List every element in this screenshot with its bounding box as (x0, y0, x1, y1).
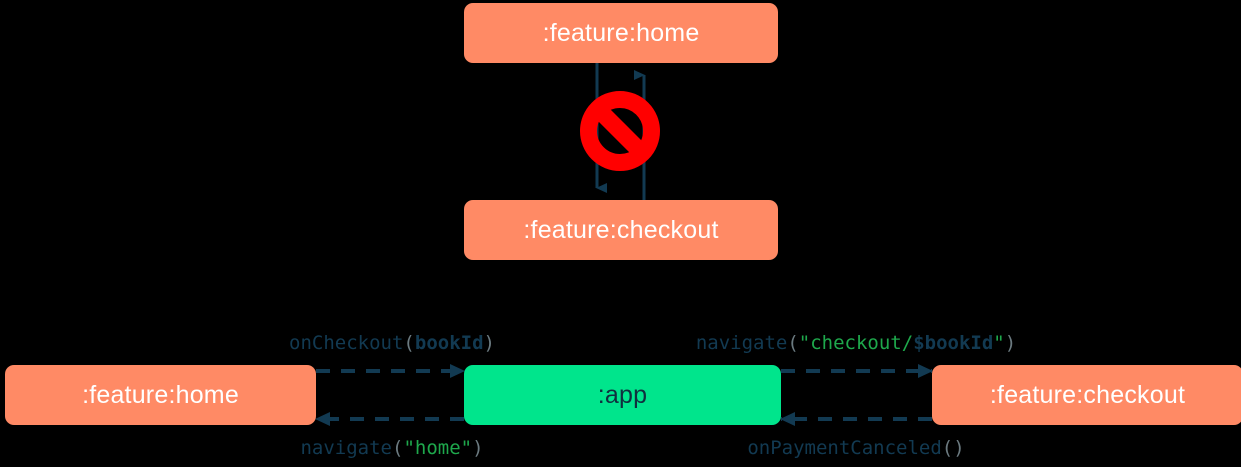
token-var: bookId (414, 332, 484, 354)
node-feature-home-top[interactable]: :feature:home (464, 3, 778, 63)
token-fn: navigate (300, 437, 392, 459)
token-fn: onPaymentCanceled (747, 437, 942, 459)
node-feature-home-bottom[interactable]: :feature:home (5, 365, 316, 425)
token-fn: onCheckout (289, 332, 404, 354)
node-feature-checkout-top[interactable]: :feature:checkout (464, 200, 778, 260)
node-label: :feature:home (82, 380, 239, 409)
token-punct: ( (787, 332, 799, 354)
node-app[interactable]: :app (464, 365, 781, 425)
edge-label-on-payment-canceled: onPaymentCanceled() (747, 437, 964, 459)
token-punct: ( (391, 437, 404, 459)
token-punct: ) (472, 437, 484, 459)
token-punct: ) (483, 332, 495, 354)
token-punct: ) (1004, 332, 1017, 354)
node-label: :feature:checkout (523, 215, 719, 244)
edge-label-navigate-checkout: navigate("checkout/$bookId") (696, 332, 1016, 354)
token-str: "checkout/ (798, 332, 914, 354)
node-label: :app (597, 380, 648, 409)
edge-label-navigate-home: navigate("home") (300, 437, 483, 459)
token-fn: navigate (695, 332, 788, 354)
node-label: :feature:checkout (989, 380, 1186, 409)
forbidden-sign-icon (580, 91, 660, 171)
token-var: $bookId (913, 332, 994, 354)
node-label: :feature:home (542, 18, 700, 47)
node-feature-checkout-bottom[interactable]: :feature:checkout (932, 365, 1241, 425)
token-str: "home" (403, 437, 473, 459)
token-str: " (993, 332, 1005, 354)
token-punct: ( (403, 332, 415, 354)
edge-label-on-checkout: onCheckout(bookId) (289, 332, 495, 354)
token-punct: () (941, 437, 965, 459)
